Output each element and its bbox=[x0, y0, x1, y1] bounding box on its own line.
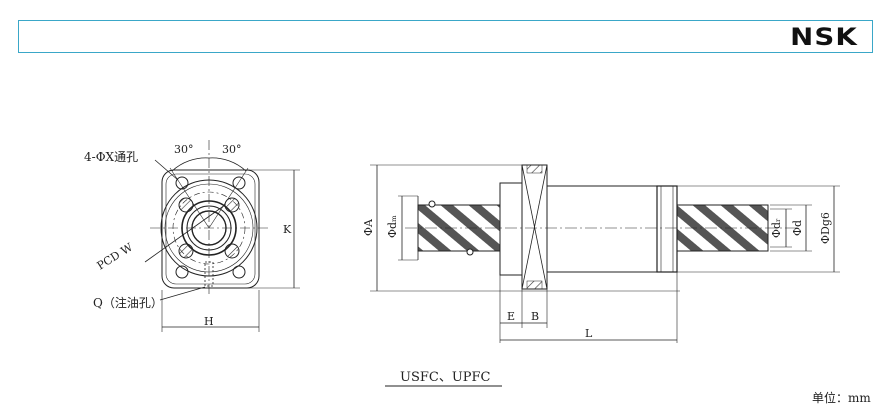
flange-cross-2 bbox=[521, 164, 548, 290]
flange-outline bbox=[161, 169, 260, 289]
model-caption: USFC、UPFC bbox=[400, 370, 491, 385]
bolt-hole bbox=[178, 243, 194, 259]
oil-hole-top bbox=[526, 164, 543, 174]
oil-hole bbox=[204, 261, 214, 287]
oil-leader bbox=[159, 286, 206, 301]
dim-dm-label: Φdₘ bbox=[386, 215, 399, 238]
hole-label: 4-ΦX通孔 bbox=[84, 150, 138, 164]
ball-mark bbox=[466, 248, 474, 256]
through-hole bbox=[175, 176, 189, 190]
oil-label: Q（注油孔） bbox=[93, 295, 163, 310]
ball-mark bbox=[428, 200, 436, 208]
dim-dg6-label: ΦDg6 bbox=[819, 212, 832, 244]
dim-a-label: ΦA bbox=[362, 218, 375, 236]
angle-ray-left bbox=[169, 167, 210, 229]
angle-arc-right bbox=[208, 157, 247, 172]
angle-label-right: 30° bbox=[222, 143, 242, 156]
angle-ray-right bbox=[208, 167, 249, 229]
dim-h-label: H bbox=[204, 315, 214, 328]
angle-arc-left bbox=[171, 157, 210, 172]
pcd-label: PCD W bbox=[95, 240, 136, 272]
front-view bbox=[144, 140, 300, 332]
dim-d-label: Φd bbox=[791, 220, 804, 236]
flange-inner-outline bbox=[165, 173, 256, 285]
through-hole bbox=[175, 265, 189, 279]
dim-l-label: L bbox=[585, 327, 593, 340]
nut-body bbox=[546, 185, 658, 273]
dim-e-label: E bbox=[507, 310, 515, 323]
angle-label-left: 30° bbox=[174, 143, 194, 156]
nut-end-cap bbox=[656, 185, 678, 273]
bolt-hole bbox=[224, 243, 240, 259]
bolt-hole bbox=[178, 197, 194, 213]
bolt-holes bbox=[178, 197, 240, 259]
through-hole bbox=[232, 265, 246, 279]
oil-hole-bottom bbox=[526, 280, 543, 290]
dim-k-label: K bbox=[283, 223, 292, 236]
unit-label: 单位：mm bbox=[812, 390, 871, 405]
dim-b-label: B bbox=[531, 310, 539, 323]
through-hole bbox=[232, 176, 246, 190]
flange-body bbox=[499, 182, 523, 276]
header-bar: NSK bbox=[18, 20, 873, 53]
nsk-logo: NSK bbox=[790, 23, 858, 51]
side-view bbox=[370, 164, 840, 343]
dim-dr-label: Φdᵣ bbox=[770, 218, 783, 238]
pcd-leader bbox=[144, 204, 226, 263]
hole-leader bbox=[154, 159, 179, 181]
